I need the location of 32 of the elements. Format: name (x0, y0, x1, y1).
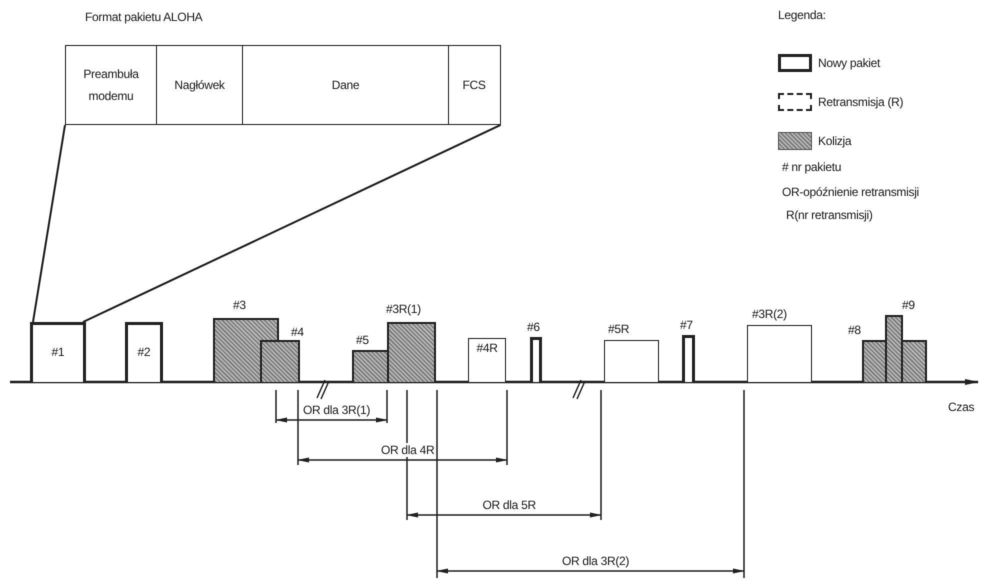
packet-number: #7 (680, 318, 693, 332)
legend-note: # nr pakietu (782, 160, 842, 174)
dimension-label: OR dla 4R (380, 443, 436, 457)
dimension-label: OR dla 5R (482, 498, 537, 512)
dimension-label: OR dla 3R(1) (302, 403, 372, 417)
packet-number: #5 (356, 333, 369, 347)
packet-number: #2 (138, 345, 150, 359)
legend-label: Retransmisja (R) (818, 95, 904, 109)
packet-number: #3 (233, 298, 246, 312)
packet-field: Dane (242, 45, 449, 125)
packet-number: #4 (291, 325, 304, 339)
packet-field: Nagłówek (156, 45, 244, 125)
packet-number: #4R (476, 341, 498, 355)
legend-title: Legenda: (778, 8, 826, 22)
packet-number: #3R(2) (752, 307, 787, 321)
packet-number: #6 (527, 320, 540, 334)
packet-format-heading: Format pakietu ALOHA (85, 10, 202, 24)
leader-line (82, 124, 501, 323)
packet-number: #8 (848, 323, 861, 337)
packet-number: #3R(1) (386, 302, 421, 316)
leader-line (32, 124, 66, 322)
dimension-label: OR dla 3R(2) (561, 554, 630, 568)
packet-number: #9 (902, 298, 915, 312)
packet-number: #5R (608, 322, 630, 336)
axis-label: Czas (948, 400, 974, 414)
legend-label: Kolizja (818, 134, 852, 148)
legend-note: R(nr retransmisji) (786, 208, 873, 222)
legend-label: Nowy pakiet (818, 56, 880, 70)
legend-note: OR-opóźnienie retransmisji (782, 185, 919, 199)
packet-field: Preambuła modemu (65, 45, 157, 125)
packet-field: FCS (448, 45, 500, 125)
packet-number: #1 (52, 345, 64, 359)
